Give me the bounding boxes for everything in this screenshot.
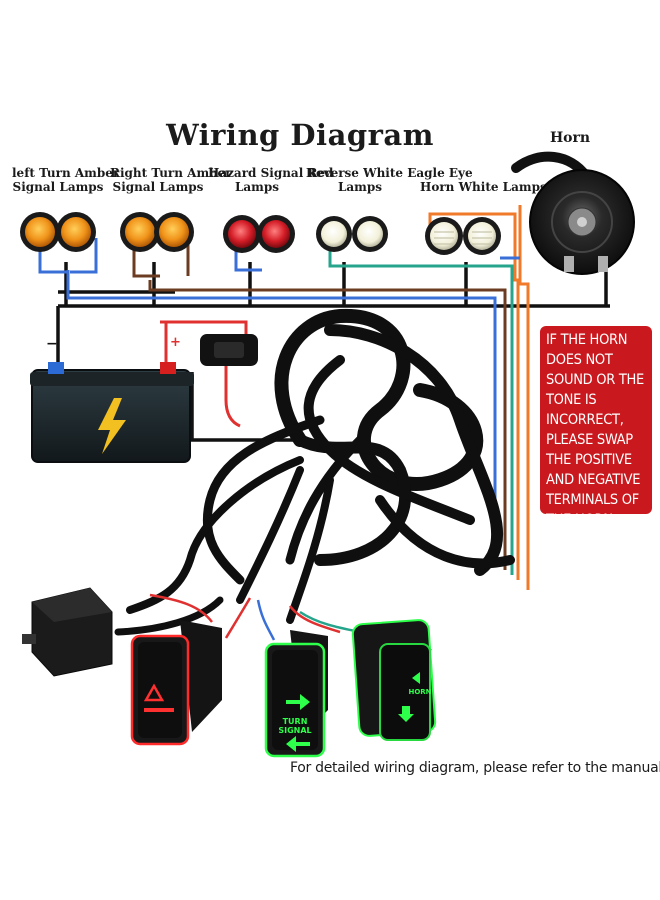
lamp-horn-white-1 <box>425 217 463 255</box>
horn-device <box>511 151 635 275</box>
lamp-label-hazard: Hazard Signal Red Lamps <box>208 166 334 194</box>
lightning-bolt-icon <box>98 398 126 454</box>
battery: − + <box>30 335 194 463</box>
wiring-harness <box>114 308 515 636</box>
arrow-left-icon <box>286 736 310 752</box>
lamp-label-right-turn: Right Turn Amber Signal Lamps <box>110 166 232 194</box>
lamp-left-turn-2 <box>56 212 96 252</box>
battery-negative-sign: − <box>46 336 58 352</box>
turn-signal-rocker-switch[interactable]: TURN SIGNAL <box>264 630 328 758</box>
lamp-hazard-2 <box>257 215 295 253</box>
lamp-reverse-1 <box>316 216 352 252</box>
horn-switch-label: HORN <box>408 688 431 696</box>
arrow-down-icon <box>398 706 414 722</box>
horn-label: Horn <box>549 130 591 146</box>
turn-signal-label-1: TURN <box>283 717 308 726</box>
horn-symbol-icon <box>412 672 420 684</box>
battery-positive-sign: + <box>170 335 181 350</box>
arrow-right-icon <box>286 694 310 710</box>
footer-note: For detailed wiring diagram, please refe… <box>290 760 660 776</box>
flasher-relay <box>22 587 113 677</box>
lamp-right-turn-1 <box>120 212 160 252</box>
battery-positive-terminal <box>160 362 176 374</box>
lamp-label-horn-white: Horn White Lamps <box>420 180 547 194</box>
battery-negative-terminal <box>48 362 64 374</box>
lamp-reverse-2 <box>352 216 388 252</box>
diagram-title: Wiring Diagram <box>166 118 434 152</box>
lamp-left-turn-1 <box>20 212 60 252</box>
colored-wires <box>38 205 530 590</box>
hazard-triangle-icon <box>143 683 165 702</box>
hazard-rocker-switch[interactable] <box>130 620 222 746</box>
lamp-hazard-1 <box>223 215 261 253</box>
lamp-horn-white-2 <box>463 217 501 255</box>
horn-rocker-switch[interactable]: HORN <box>351 619 437 741</box>
horn-notice-box: If the horn does not sound or the tone i… <box>540 326 652 528</box>
fuse-holder <box>200 334 258 428</box>
turn-signal-label-2: SIGNAL <box>278 726 311 735</box>
lamp-label-left-turn: left Turn Amber Signal Lamps <box>12 166 120 194</box>
hazard-label-mark <box>144 708 174 712</box>
lamp-right-turn-2 <box>154 212 194 252</box>
